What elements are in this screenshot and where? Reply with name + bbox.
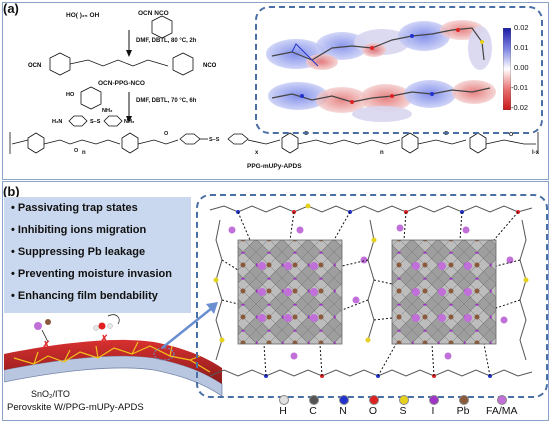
legend-label-s: S	[399, 405, 407, 417]
svg-text:✗: ✗	[42, 340, 50, 351]
esp-surface-lower	[268, 80, 496, 122]
svg-text:NCO: NCO	[203, 63, 217, 69]
svg-text:HO: HO	[66, 92, 75, 98]
svg-text:O: O	[444, 131, 449, 137]
panel-a-label: (a)	[3, 1, 19, 16]
svg-text:✗: ✗	[100, 334, 108, 345]
subscript-n-right: n	[380, 150, 384, 156]
legend: H C N O S I Pb FA/MA	[270, 395, 540, 417]
colorbar-tick-4: -0.01	[511, 83, 529, 92]
colorbar-tick-5: -0.02	[511, 103, 529, 112]
esp-map-frame	[255, 6, 543, 134]
perovskite-structure	[209, 203, 533, 378]
step1-conditions: DMF, DBTL, 80 °C, 2h	[136, 38, 197, 44]
svg-text:O: O	[304, 131, 309, 137]
benefit-1: • Passivating trap states	[11, 202, 138, 214]
substrate-label: SnO₂/ITO	[31, 389, 70, 399]
film-label: Perovskite W/PPG-mUPy-APDS	[7, 402, 144, 413]
legend-label-i: I	[431, 405, 435, 417]
apds-structure: H₂N S–S NH₂	[52, 115, 135, 127]
zoom-arrow	[161, 302, 218, 349]
svg-text:NH₂: NH₂	[124, 119, 135, 125]
legend-label-h: H	[279, 405, 287, 417]
benefit-5: • Enhancing film bendability	[11, 290, 158, 302]
legend-dot-h	[279, 395, 289, 405]
ipdi-ring-icon	[151, 15, 173, 39]
panel-b-label: (b)	[3, 184, 20, 199]
legend-label-o: O	[368, 405, 378, 417]
svg-text:NH₂: NH₂	[102, 108, 113, 114]
svg-text:S–S: S–S	[90, 119, 101, 125]
benefit-4: • Preventing moisture invasion	[11, 268, 172, 280]
legend-dot-c	[309, 395, 319, 405]
film-illustration: ✗ ✗	[4, 314, 223, 397]
legend-label-n: N	[339, 405, 347, 417]
reagent-ppg-diol: HO( )₂₅ OH	[66, 12, 100, 19]
legend-dot-s	[399, 395, 409, 405]
svg-text:O: O	[164, 131, 169, 137]
svg-text:O: O	[74, 148, 79, 154]
intermediate-label: OCN-PPG-NCO	[98, 80, 145, 87]
benefits-box	[4, 197, 191, 313]
legend-label-fa-ma: FA/MA	[486, 405, 518, 417]
esp-surface-upper	[266, 20, 492, 70]
svg-text:S–S: S–S	[209, 137, 220, 143]
legend-dot-fa-ma	[497, 395, 507, 405]
intermediate-structure: OCN NCO	[28, 52, 217, 76]
product-label: PPG-mUPy-APDS	[247, 163, 302, 170]
subscript-x: x	[255, 150, 259, 156]
svg-text:OCN: OCN	[28, 63, 41, 69]
colorbar-tick-3: 0.00	[514, 63, 529, 72]
legend-dot-i	[429, 395, 439, 405]
panel-a-frame	[2, 2, 549, 180]
step2-conditions: DMF, DBTL, 70 °C, 6h	[136, 98, 197, 104]
legend-dot-o	[369, 395, 379, 405]
colorbar-tick-2: 0.01	[514, 43, 529, 52]
reagent-ipdi: OCN NCO	[138, 10, 169, 17]
colorbar-tick-1: 0.02	[514, 23, 529, 32]
benefit-3: • Suppressing Pb leakage	[11, 246, 146, 258]
legend-dot-pb	[459, 395, 469, 405]
legend-label-pb: Pb	[456, 405, 470, 417]
esp-colorbar	[503, 28, 511, 110]
legend-dot-n	[339, 395, 349, 405]
subscript-l-x: l-x	[532, 150, 540, 156]
svg-text:O: O	[509, 132, 514, 138]
mupy-structure: HO NH₂	[66, 86, 113, 114]
legend-label-c: C	[309, 405, 317, 417]
svg-text:H₂N: H₂N	[52, 119, 62, 125]
panel-b-frame	[2, 181, 549, 421]
reaction-arrow-2	[126, 92, 132, 123]
benefit-2: • Inhibiting ions migration	[11, 224, 147, 236]
subscript-n-left: n	[82, 150, 86, 156]
reaction-arrow-1	[126, 30, 132, 57]
